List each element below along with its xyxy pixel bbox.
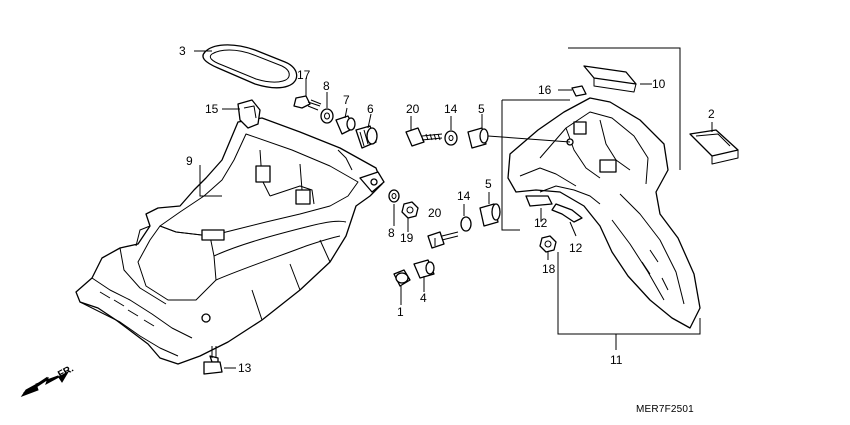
part-13-bolt	[203, 346, 223, 375]
callout-9: 9	[186, 154, 193, 168]
callout-19: 19	[400, 231, 414, 245]
part-2-reflector	[689, 129, 739, 165]
callout-15: 15	[205, 102, 219, 116]
part-3-rubber-band	[202, 44, 298, 89]
part-11-group-bracket	[501, 47, 701, 335]
callout-13: 13	[238, 361, 252, 375]
callout-12-right: 12	[569, 241, 583, 255]
callout-14-upper: 14	[444, 102, 458, 116]
part-7-collar	[335, 115, 356, 135]
callout-labels: 3 17 8 7 6 15 9 20 14 5 16 10 2 8 19 20 …	[179, 44, 715, 375]
callout-17: 17	[297, 68, 311, 82]
callout-18: 18	[542, 262, 556, 276]
callout-6: 6	[367, 102, 374, 116]
callout-8-upper: 8	[323, 79, 330, 93]
callout-8-lower: 8	[388, 226, 395, 240]
callout-10: 10	[652, 77, 666, 91]
part-17-bolt	[293, 95, 322, 111]
part-5-grommet-upper	[467, 127, 489, 149]
part-12-seal-b	[551, 203, 583, 223]
part-19-nut	[401, 201, 419, 219]
part-1-screw	[393, 269, 411, 287]
part-14-collar-lower	[460, 216, 472, 232]
callout-16: 16	[538, 83, 552, 97]
part-16-clip	[571, 85, 587, 97]
part-20-bolt-lower	[427, 231, 459, 249]
callout-5-upper: 5	[478, 102, 485, 116]
callout-2: 2	[708, 107, 715, 121]
part-20-bolt-upper	[405, 127, 443, 147]
part-10-pad	[583, 65, 637, 93]
callout-4: 4	[420, 291, 427, 305]
callout-11: 11	[610, 353, 623, 367]
callout-1: 1	[397, 305, 404, 319]
callout-7: 7	[343, 93, 350, 107]
part-8-collar-lower	[388, 189, 400, 203]
callout-5-lower: 5	[485, 177, 492, 191]
callout-20-lower: 20	[428, 206, 442, 220]
part-4-grommet	[413, 259, 435, 279]
callout-14-lower: 14	[457, 189, 471, 203]
leader-lines	[194, 50, 713, 369]
part-5-grommet-lower	[479, 203, 501, 227]
part-14-collar-upper	[444, 130, 458, 146]
arrow-down-left-icon	[20, 370, 70, 398]
part-15-clip	[237, 99, 261, 129]
diagram-code: MER7F2501	[636, 404, 694, 415]
part-11-rear-hugger	[507, 97, 701, 329]
part-12-seal-a	[525, 195, 553, 207]
callout-3: 3	[179, 44, 186, 58]
part-9-rear-fender-tray	[75, 117, 385, 365]
front-direction-indicator: FR.	[20, 363, 76, 398]
part-18-nut	[539, 235, 557, 253]
callout-20-upper: 20	[406, 102, 420, 116]
callout-12-left: 12	[534, 216, 548, 230]
part-8-collar-upper	[320, 108, 334, 124]
front-direction-label: FR.	[56, 363, 76, 380]
part-6-grommet	[355, 125, 378, 149]
